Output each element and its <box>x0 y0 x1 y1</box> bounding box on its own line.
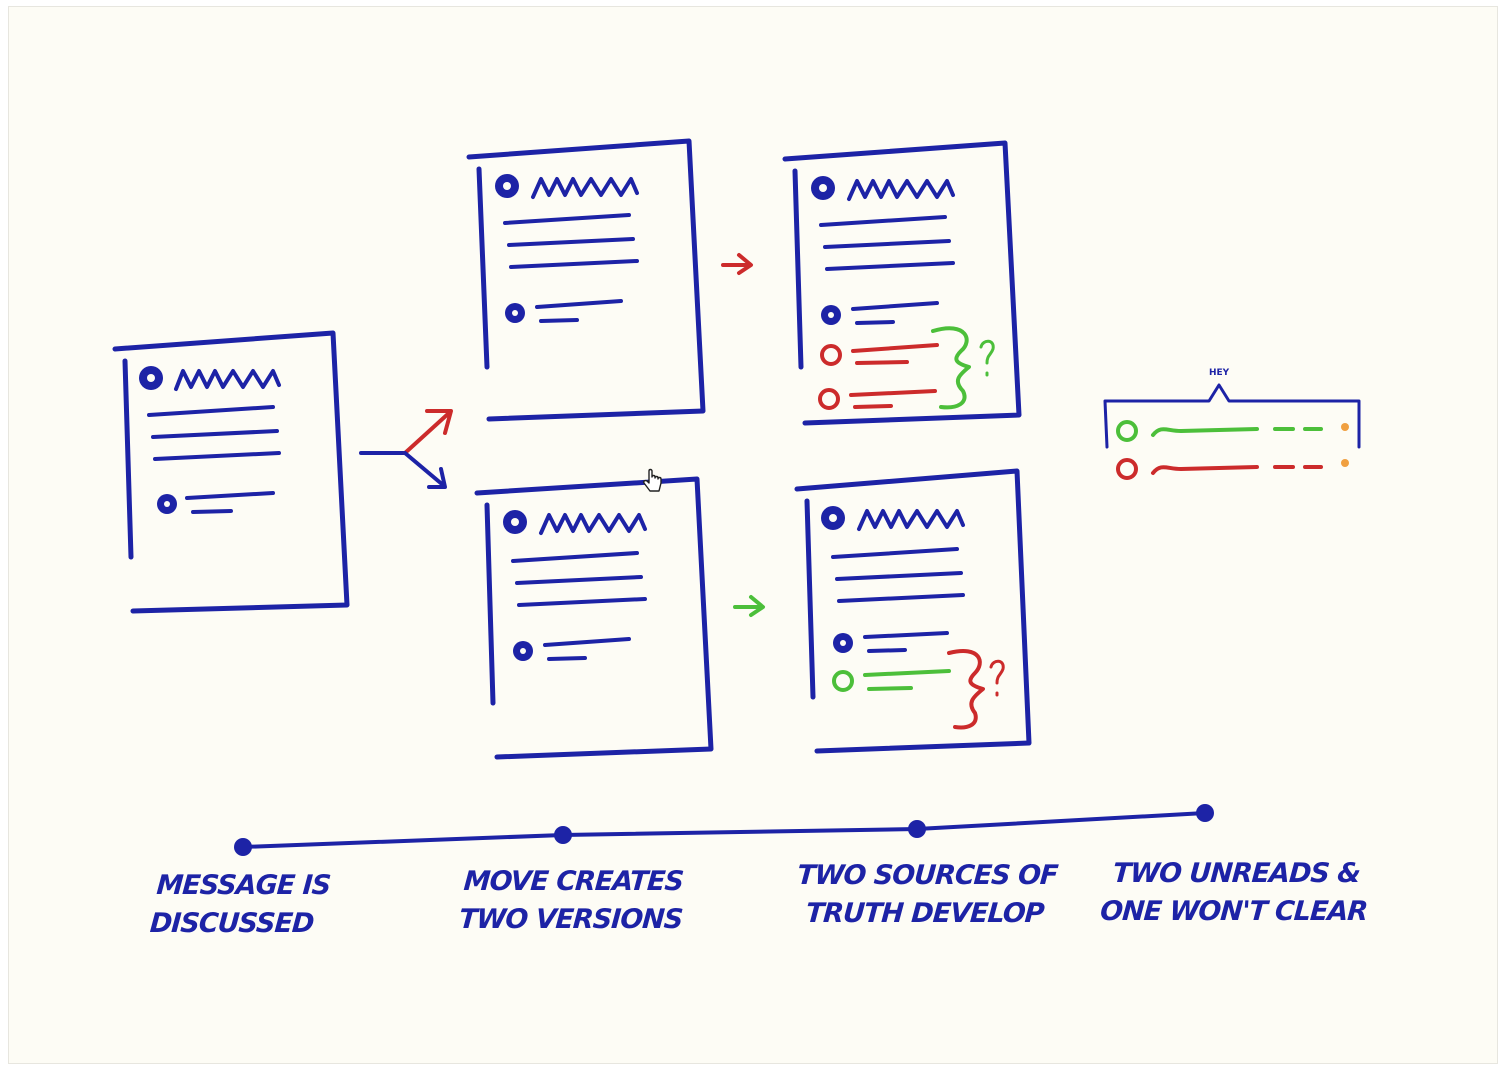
text-lines <box>511 551 647 607</box>
document-conflict-a <box>782 140 1022 426</box>
green-right-arrow <box>733 595 765 617</box>
document-original <box>112 330 350 614</box>
red-reply-lines <box>849 389 937 409</box>
caption-line: MOVE CREATES <box>462 866 685 897</box>
orange-dot-icon <box>1341 423 1349 431</box>
document-frame <box>474 476 714 760</box>
green-avatar-icon <box>1116 420 1138 442</box>
timeline-caption-1: MESSAGE IS DISCUSSED <box>134 867 349 943</box>
whiteboard-frame: HEY MESSAGE IS DISCUSSED MOVE CREATES TW… <box>8 6 1498 1064</box>
red-reply-avatar-icon <box>818 388 840 410</box>
orange-dot-icon <box>1341 459 1349 467</box>
red-unread-line <box>1151 465 1323 475</box>
timeline <box>234 804 1214 856</box>
text-lines <box>831 547 965 603</box>
sidebar-bracket <box>1103 383 1361 449</box>
squiggle-title <box>539 513 647 535</box>
question-mark-icon <box>979 339 995 377</box>
red-avatar-icon <box>1116 458 1138 480</box>
red-brace-icon <box>947 649 985 730</box>
squiggle-title <box>174 369 281 391</box>
text-lines <box>147 405 281 461</box>
squiggle-title <box>531 177 639 199</box>
caption-line: DISCUSSED <box>148 908 315 939</box>
text-lines <box>503 213 639 269</box>
document-frame <box>466 138 706 422</box>
caption-line: MESSAGE IS <box>155 870 332 901</box>
timeline-caption-4: TWO UNREADS & ONE WON'T CLEAR <box>1082 855 1387 931</box>
squiggle-title <box>847 179 955 201</box>
caption-line: TRUTH DEVELOP <box>804 898 1045 929</box>
green-brace-icon <box>931 326 971 410</box>
hand-pointer-icon <box>643 468 662 492</box>
red-right-arrow <box>721 253 753 275</box>
timeline-line <box>241 811 1207 849</box>
timeline-caption-2: MOVE CREATES TWO VERSIONS <box>454 863 689 939</box>
document-conflict-b <box>794 468 1032 754</box>
red-reply-avatar-icon <box>820 344 842 366</box>
caption-line: TWO UNREADS & <box>1111 858 1361 889</box>
green-reply-avatar-icon <box>832 670 854 692</box>
blue-down-arrow <box>403 451 447 489</box>
document-version-b <box>474 476 714 760</box>
caption-line: TWO VERSIONS <box>458 904 684 935</box>
reply-lines <box>863 631 949 653</box>
timeline-step-dot <box>908 820 926 838</box>
timeline-step-dot <box>1196 804 1214 822</box>
red-reply-lines <box>851 343 939 365</box>
split-arrows <box>359 409 453 489</box>
text-lines <box>819 215 955 271</box>
reply-lines <box>851 301 939 325</box>
document-frame <box>794 468 1032 754</box>
reply-lines <box>543 637 631 661</box>
timeline-step-dot <box>554 826 572 844</box>
progress-arrows <box>721 253 765 617</box>
caption-line: ONE WON'T CLEAR <box>1099 896 1369 927</box>
sidebar-badge-label: HEY <box>1209 368 1230 378</box>
document-frame <box>112 330 350 614</box>
timeline-caption-3: TWO SOURCES OF TRUTH DEVELOP <box>788 857 1063 933</box>
squiggle-title <box>857 509 965 531</box>
whiteboard-drawing: HEY <box>112 138 1361 856</box>
document-frame <box>782 140 1022 426</box>
sidebar-unreads: HEY <box>1103 368 1361 480</box>
reply-lines <box>185 491 275 514</box>
timeline-step-dot <box>234 838 252 856</box>
caption-line: TWO SOURCES OF <box>796 860 1059 891</box>
red-up-arrow <box>403 409 453 455</box>
question-mark-icon <box>989 659 1005 697</box>
document-version-a <box>466 138 706 422</box>
green-reply-lines <box>863 669 951 691</box>
green-unread-line <box>1151 427 1323 437</box>
reply-lines <box>535 299 623 323</box>
